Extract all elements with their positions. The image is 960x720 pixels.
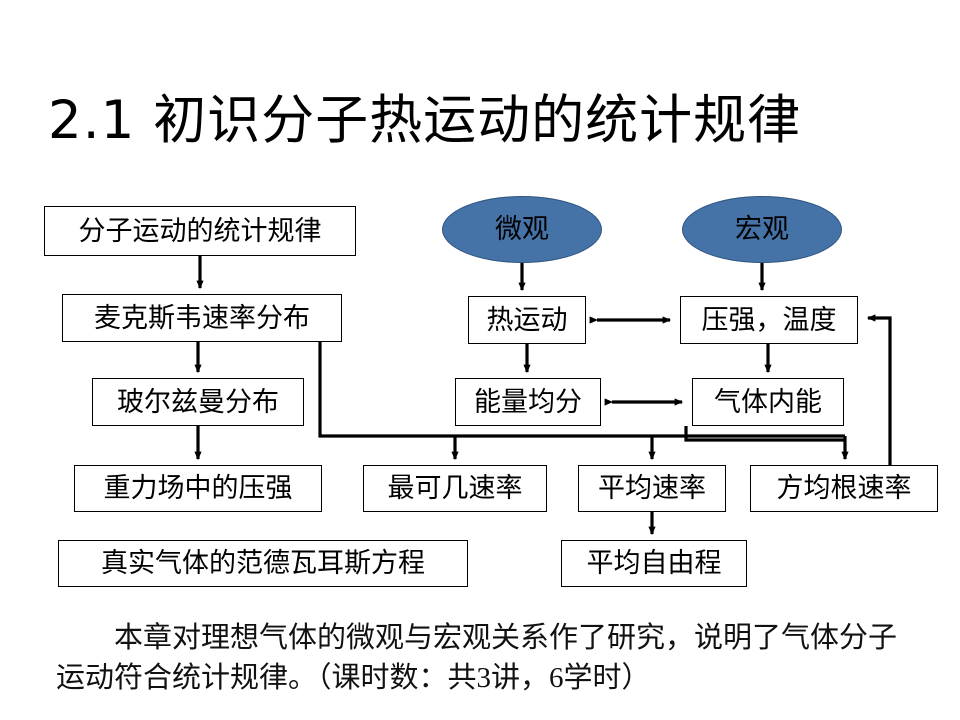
node-box-thermal-motion[interactable]: 热运动 xyxy=(468,296,586,344)
node-label: 气体内能 xyxy=(714,386,822,417)
summary-paragraph: 本章对理想气体的微观与宏观关系作了研究，说明了气体分子运动符合统计规律。（课时数… xyxy=(56,622,898,694)
node-box-boltzmann[interactable]: 玻尔兹曼分布 xyxy=(92,378,304,426)
node-label: 平均速率 xyxy=(598,473,706,503)
node-box-equipartition[interactable]: 能量均分 xyxy=(455,378,601,426)
node-box-van-der-waals[interactable]: 真实气体的范德瓦耳斯方程 xyxy=(58,540,468,587)
node-box-maxwell[interactable]: 麦克斯韦速率分布 xyxy=(62,294,342,342)
node-label: 分子运动的统计规律 xyxy=(78,215,322,246)
node-label: 真实气体的范德瓦耳斯方程 xyxy=(101,548,425,578)
node-label: 平均自由程 xyxy=(586,548,722,578)
node-label: 微观 xyxy=(495,214,549,244)
page-title: 2.1 初识分子热运动的统计规律 xyxy=(48,90,802,151)
node-box-gravity-pressure[interactable]: 重力场中的压强 xyxy=(74,465,322,512)
node-box-most-probable-speed[interactable]: 最可几速率 xyxy=(363,465,547,512)
node-label: 宏观 xyxy=(735,214,789,244)
node-box-internal-energy[interactable]: 气体内能 xyxy=(692,378,844,426)
node-ellipse-macro[interactable]: 宏观 xyxy=(682,196,842,263)
node-label: 能量均分 xyxy=(474,386,582,417)
edge-rms-presstemp-feedback xyxy=(866,314,892,465)
node-label: 方均根速率 xyxy=(776,473,912,503)
edge-internal-rms xyxy=(684,426,845,442)
node-label: 压强，温度 xyxy=(701,304,837,335)
node-label: 玻尔兹曼分布 xyxy=(117,386,279,417)
node-box-rms-speed[interactable]: 方均根速率 xyxy=(750,465,938,512)
node-label: 热运动 xyxy=(486,304,568,335)
node-box-pressure-temperature[interactable]: 压强，温度 xyxy=(680,296,858,344)
node-box-stat-law[interactable]: 分子运动的统计规律 xyxy=(44,206,356,256)
node-label: 麦克斯韦速率分布 xyxy=(94,302,310,333)
node-box-mean-speed[interactable]: 平均速率 xyxy=(578,465,726,512)
node-ellipse-micro[interactable]: 微观 xyxy=(442,196,602,263)
node-label: 最可几速率 xyxy=(387,473,523,503)
node-box-mean-free-path[interactable]: 平均自由程 xyxy=(561,540,747,587)
node-label: 重力场中的压强 xyxy=(103,473,293,503)
